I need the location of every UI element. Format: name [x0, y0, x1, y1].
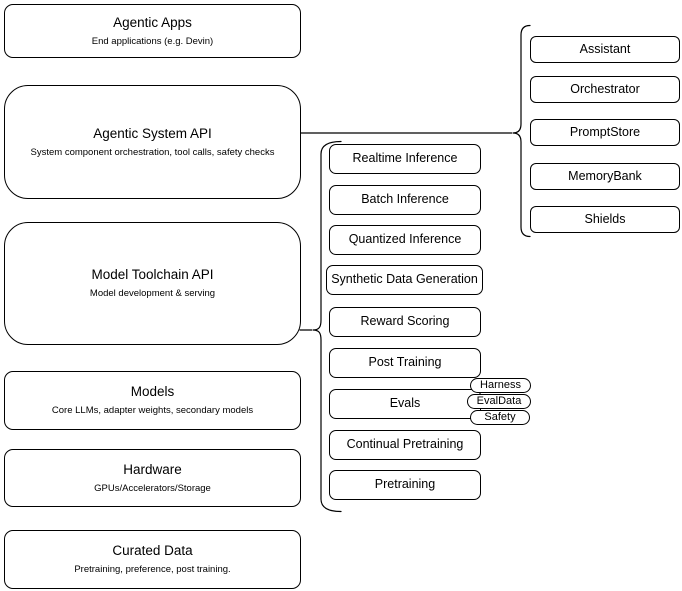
node-agentic-apps[interactable]: Agentic Apps End applications (e.g. Devi…	[4, 4, 301, 58]
node-reward-scoring[interactable]: Reward Scoring	[329, 307, 481, 337]
node-label: Assistant	[579, 41, 631, 56]
node-evals[interactable]: Evals	[329, 389, 481, 419]
node-title: Model Toolchain API	[91, 267, 214, 283]
tag-label: Harness	[480, 379, 521, 391]
node-subtitle: Pretraining, preference, post training.	[74, 564, 231, 576]
node-label: MemoryBank	[568, 168, 642, 183]
node-label: Reward Scoring	[360, 314, 450, 329]
node-subtitle: System component orchestration, tool cal…	[30, 146, 275, 158]
system-components-brace	[512, 24, 531, 238]
tag-evaldata[interactable]: EvalData	[467, 394, 531, 409]
node-batch-inference[interactable]: Batch Inference	[329, 185, 481, 215]
node-title: Curated Data	[112, 543, 193, 559]
node-promptstore[interactable]: PromptStore	[530, 119, 680, 146]
node-label: Evals	[389, 396, 421, 411]
node-label: Synthetic Data Generation	[331, 272, 478, 287]
node-assistant[interactable]: Assistant	[530, 36, 680, 63]
node-subtitle: End applications (e.g. Devin)	[91, 35, 214, 47]
node-label: Shields	[584, 211, 626, 226]
node-pretraining[interactable]: Pretraining	[329, 470, 481, 500]
node-label: Orchestrator	[570, 81, 640, 96]
node-continual-pretraining[interactable]: Continual Pretraining	[329, 430, 481, 460]
node-orchestrator[interactable]: Orchestrator	[530, 76, 680, 103]
node-title: Hardware	[123, 461, 182, 477]
node-subtitle: Model development & serving	[89, 288, 216, 300]
node-synthetic-data-generation[interactable]: Synthetic Data Generation	[326, 265, 483, 295]
node-title: Agentic Apps	[113, 14, 192, 30]
node-hardware[interactable]: Hardware GPUs/Accelerators/Storage	[4, 449, 301, 507]
tag-label: EvalData	[476, 395, 522, 407]
node-label: Batch Inference	[361, 192, 449, 207]
node-label: Realtime Inference	[352, 151, 458, 166]
node-subtitle: Core LLMs, adapter weights, secondary mo…	[51, 405, 254, 417]
node-quantized-inference[interactable]: Quantized Inference	[329, 225, 481, 255]
node-label: Quantized Inference	[348, 232, 462, 247]
node-shields[interactable]: Shields	[530, 206, 680, 233]
node-realtime-inference[interactable]: Realtime Inference	[329, 144, 481, 174]
tag-safety[interactable]: Safety	[470, 410, 530, 425]
node-title: Models	[130, 384, 175, 400]
node-models[interactable]: Models Core LLMs, adapter weights, secon…	[4, 371, 301, 430]
node-subtitle: GPUs/Accelerators/Storage	[94, 482, 211, 494]
node-memorybank[interactable]: MemoryBank	[530, 163, 680, 190]
node-label: Pretraining	[374, 477, 436, 492]
node-title: Agentic System API	[93, 125, 212, 141]
node-agentic-system-api[interactable]: Agentic System API System component orch…	[4, 85, 301, 199]
node-label: PromptStore	[569, 124, 641, 139]
node-model-toolchain-api[interactable]: Model Toolchain API Model development & …	[4, 222, 301, 345]
node-label: Post Training	[368, 355, 442, 370]
tag-harness[interactable]: Harness	[470, 378, 531, 393]
tag-label: Safety	[484, 411, 516, 423]
node-label: Continual Pretraining	[346, 437, 464, 452]
node-curated-data[interactable]: Curated Data Pretraining, preference, po…	[4, 530, 301, 589]
node-post-training[interactable]: Post Training	[329, 348, 481, 378]
